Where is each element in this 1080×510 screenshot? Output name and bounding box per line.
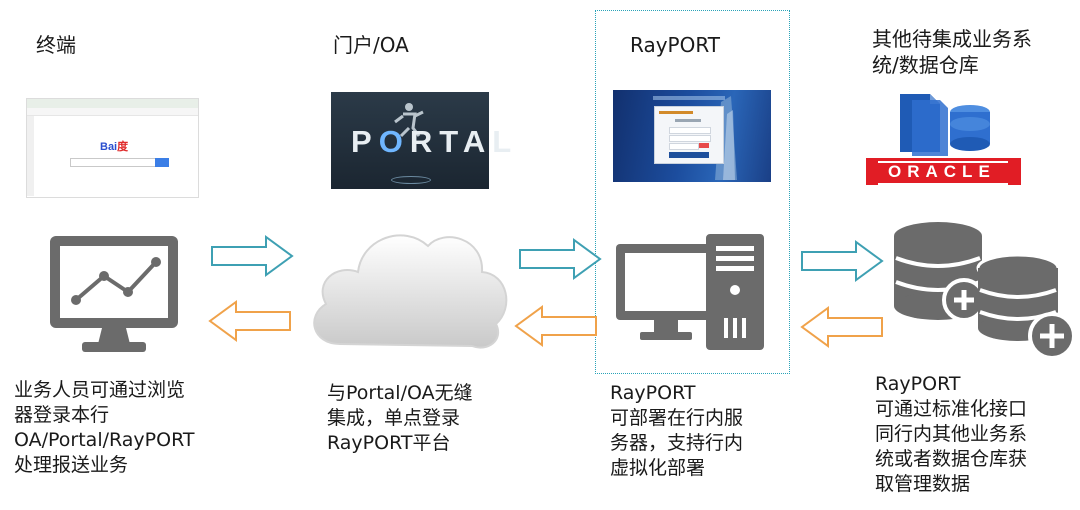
column-title-rayport: RayPORT xyxy=(630,33,721,57)
portal-wordmark: PORTAL xyxy=(351,124,519,159)
desktop-computer-icon xyxy=(616,234,764,350)
monitor-chart-icon xyxy=(50,236,178,352)
login-card xyxy=(654,106,724,164)
arrow-right-2-icon xyxy=(519,238,602,280)
login-captcha-image xyxy=(699,143,709,148)
login-title xyxy=(675,119,701,122)
search-button xyxy=(155,158,169,167)
browser-sidebar xyxy=(27,116,34,196)
documents-database-icon xyxy=(900,94,990,156)
portal-figure-icon xyxy=(394,103,424,138)
login-username-field xyxy=(669,127,711,134)
description-rayport: RayPORT 可部署在行内服 务器，支持行内 虚拟化部署 xyxy=(610,382,744,479)
portal-ring xyxy=(391,176,431,184)
arrow-left-3-icon xyxy=(800,306,883,348)
oracle-wordmark: ORACLE xyxy=(888,162,996,181)
column-title-systems: 其他待集成业务系 统/数据仓库 xyxy=(872,27,1032,77)
search-box xyxy=(70,158,156,167)
column-title-portal: 门户/OA xyxy=(333,33,409,57)
login-header-text xyxy=(653,96,725,100)
login-submit-button xyxy=(669,152,709,158)
oracle-image: ORACLE xyxy=(866,88,1021,185)
description-portal: 与Portal/OA无缝 集成，单点登录 RayPORT平台 xyxy=(327,382,473,454)
arrow-left-2-icon xyxy=(514,305,597,347)
baidu-logo: Bai度 xyxy=(100,141,129,153)
rayport-highlight-box xyxy=(595,10,790,374)
database-add-icon xyxy=(894,222,1076,360)
oracle-banner: ORACLE xyxy=(866,158,1021,185)
browser-tabbar xyxy=(27,99,198,108)
portal-image: PORTAL xyxy=(331,92,511,189)
column-title-terminal: 终端 xyxy=(36,33,76,57)
arrow-right-3-icon xyxy=(801,240,884,282)
login-logo xyxy=(659,111,693,114)
arrow-right-1-icon xyxy=(211,235,294,277)
description-systems: RayPORT 可通过标准化接口 同行内其他业务系 统或者数据仓库获 取管理数据 xyxy=(875,373,1028,495)
description-terminal: 业务人员可通过浏览 器登录本行 OA/Portal/RayPORT 处理报送业务 xyxy=(14,379,195,476)
oracle-banner-frame xyxy=(878,161,1008,185)
cloud-icon xyxy=(313,234,508,349)
arrow-left-1-icon xyxy=(208,300,291,342)
browser-addressbar xyxy=(27,108,198,116)
browser-screenshot: Bai度 xyxy=(26,98,199,198)
login-captcha-field xyxy=(669,143,699,150)
rayport-login-screenshot xyxy=(613,90,771,182)
login-password-field xyxy=(669,135,711,142)
